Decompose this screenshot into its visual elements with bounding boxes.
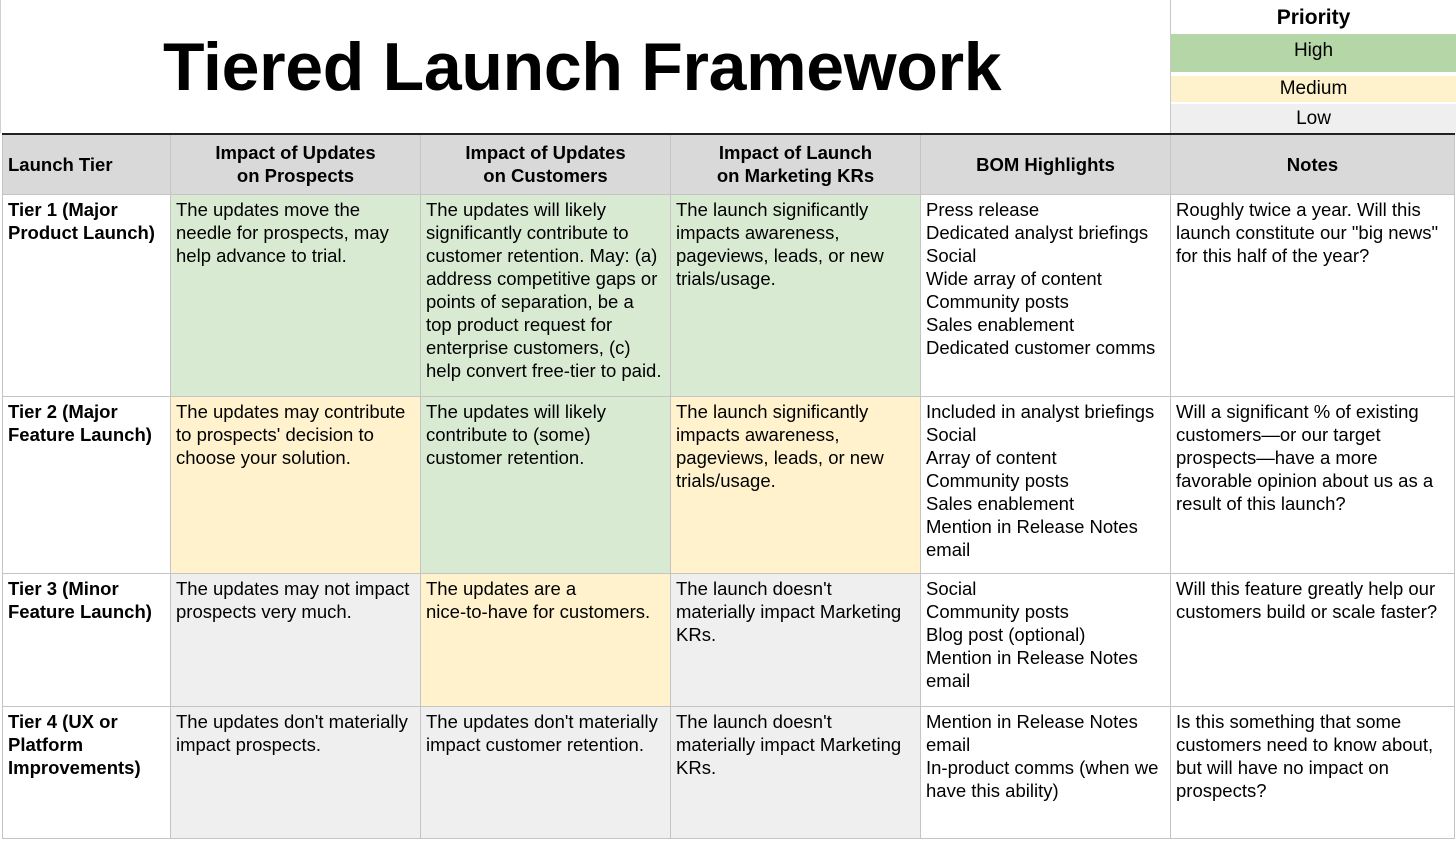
priority-legend: Priority High Medium Low — [1170, 0, 1456, 133]
legend-high: High — [1171, 34, 1456, 72]
legend-medium: Medium — [1171, 76, 1456, 102]
header-bom-highlights: BOM Highlights — [920, 133, 1171, 195]
page-title: Tiered Launch Framework — [163, 29, 1002, 105]
legend-low: Low — [1171, 104, 1456, 133]
legend-title: Priority — [1276, 6, 1351, 29]
header-notes: Notes — [1170, 133, 1455, 195]
header-launch-tier: Launch Tier — [2, 133, 171, 195]
title-area: Tiered Launch Framework — [0, 0, 1170, 133]
